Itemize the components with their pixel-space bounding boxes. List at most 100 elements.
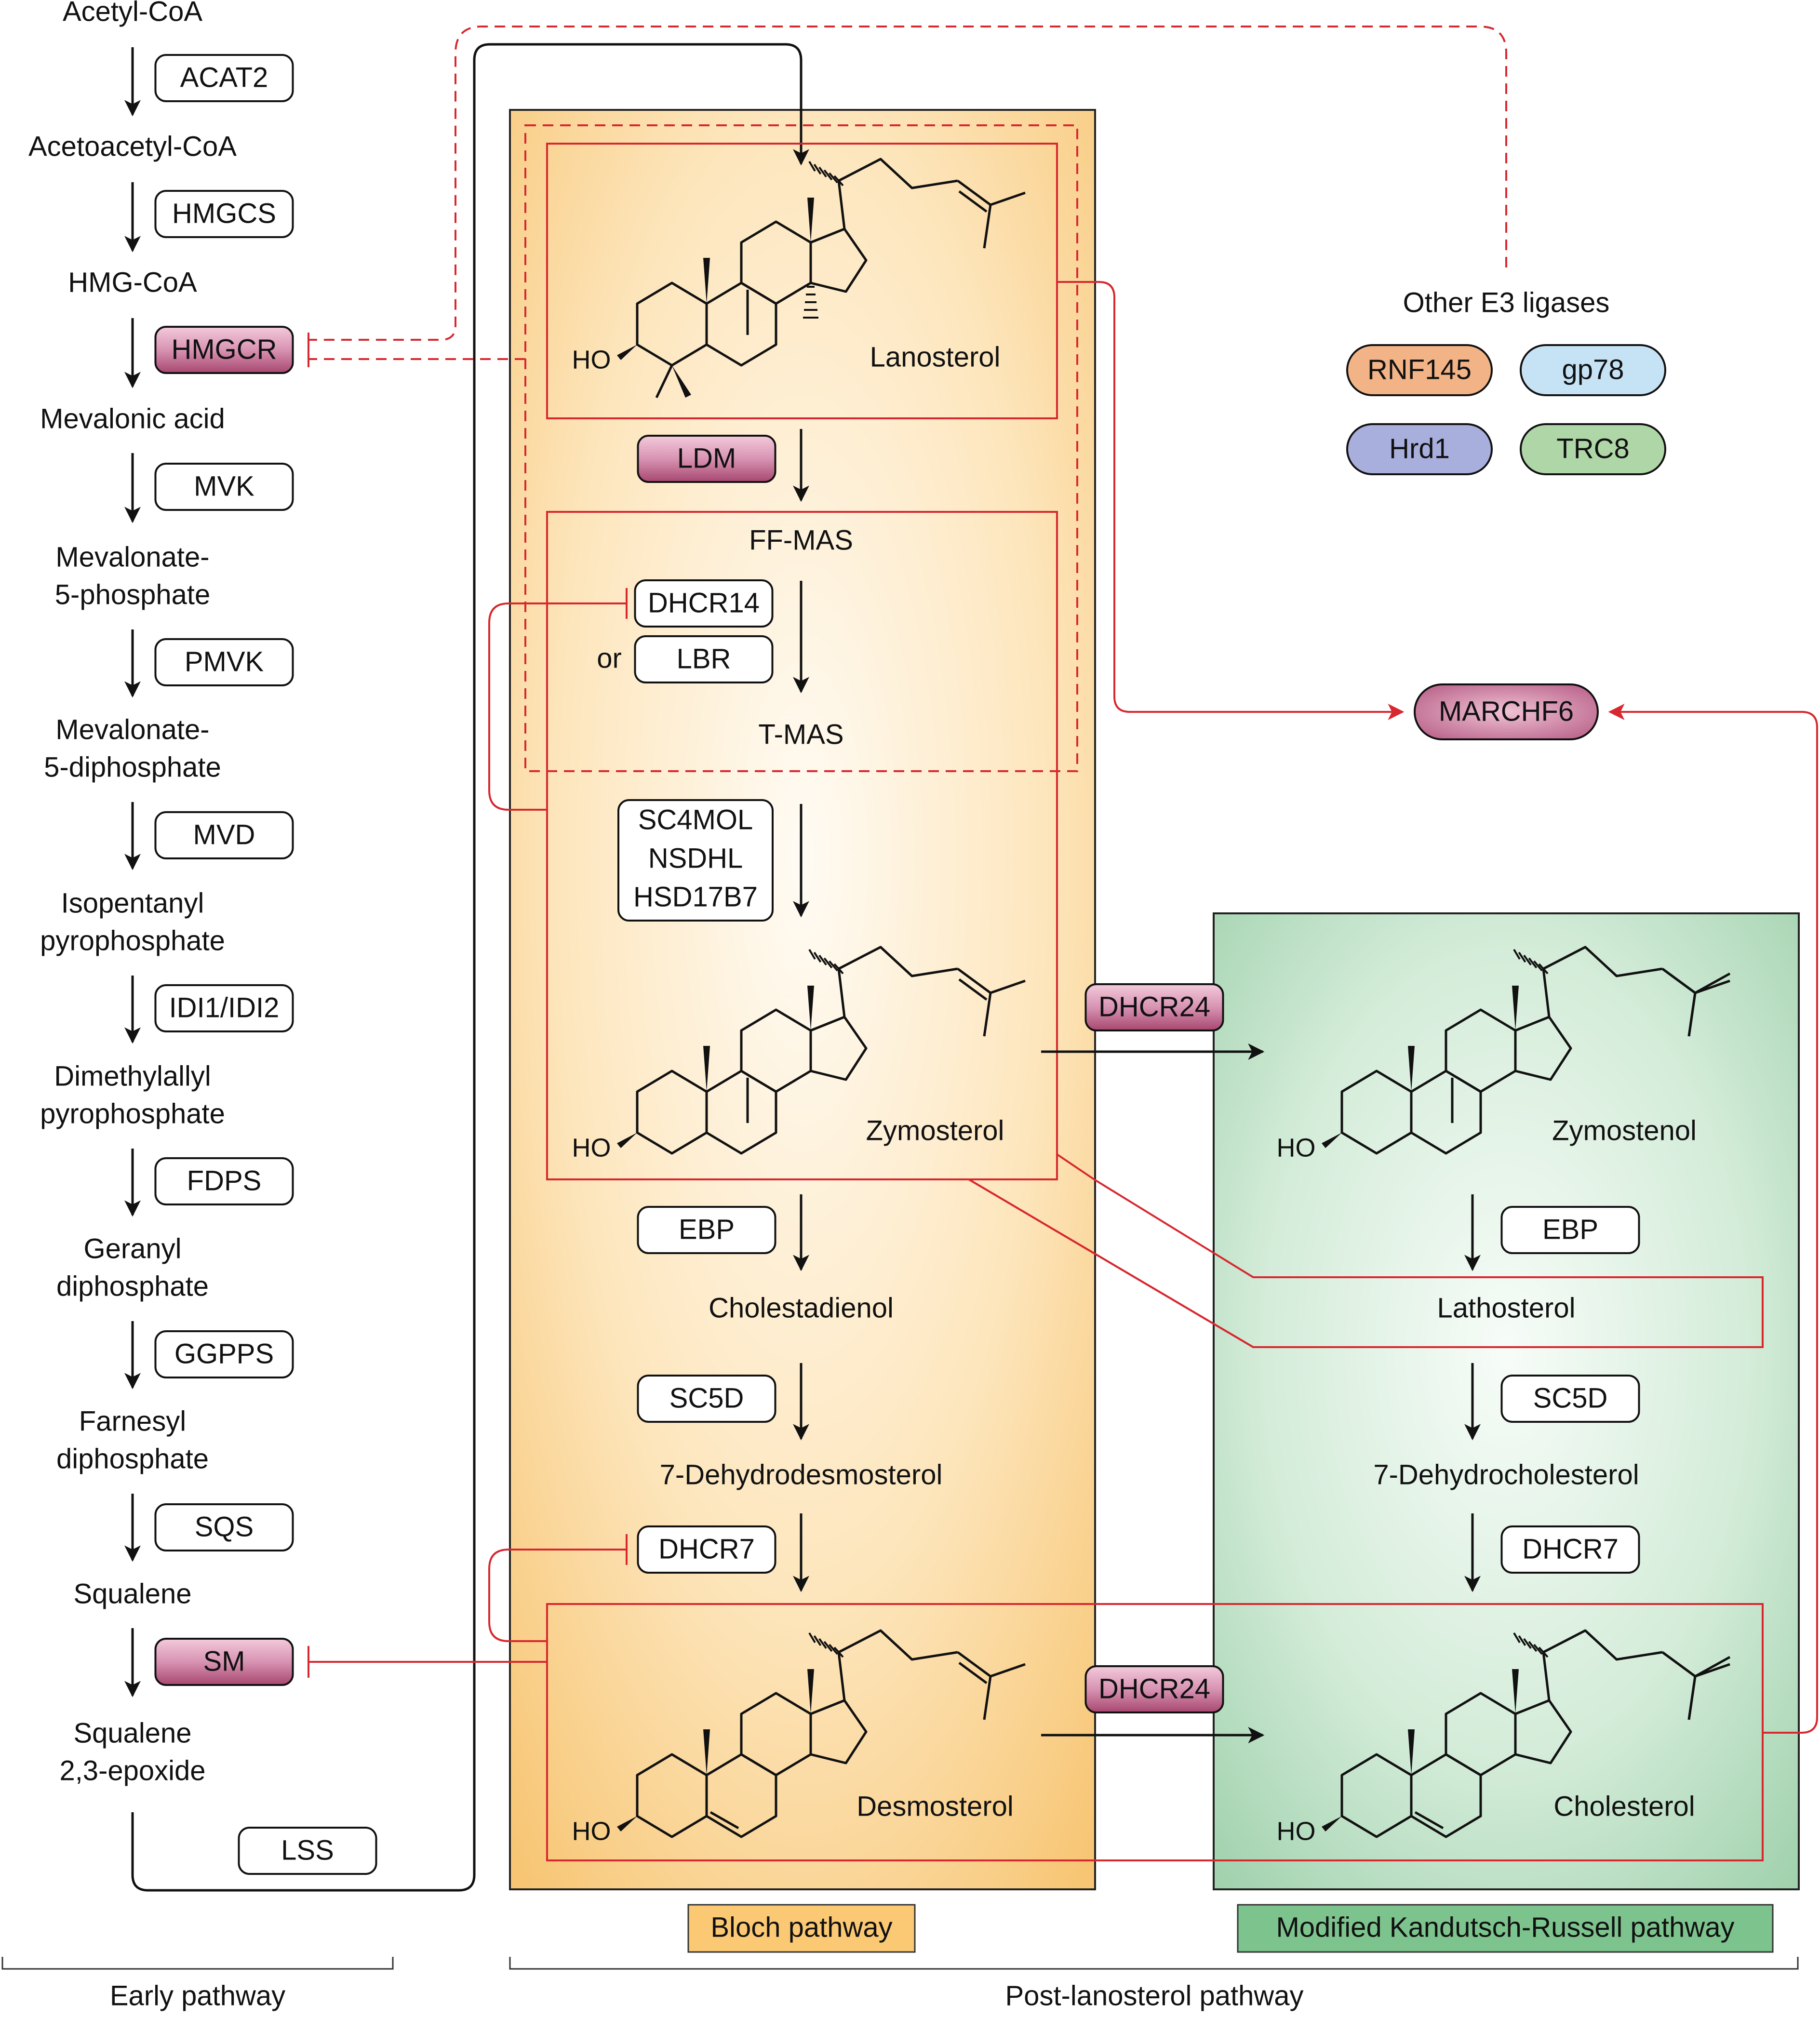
enzyme-ldm-label: LDM — [677, 442, 736, 474]
ligase-hrd1[interactable]: Hrd1 — [1346, 423, 1493, 475]
enzyme-dhcr24-2-box — [1084, 1665, 1224, 1713]
enzyme-acat2-label: ACAT2 — [180, 62, 268, 93]
enzyme-lss-label: LSS — [281, 1834, 334, 1866]
enzyme-acat2[interactable]: ACAT2 — [154, 54, 294, 102]
marchf6-label: MARCHF6 — [1439, 695, 1574, 727]
enzyme-lbr-label: LBR — [677, 643, 731, 674]
enzyme-hmgcr[interactable]: HMGCR — [154, 326, 294, 374]
enzyme-dhcr14[interactable]: DHCR14 — [634, 579, 774, 628]
metabolite-hmg-coa: HMG-CoA — [68, 267, 197, 298]
enzyme-sqs-box — [154, 1503, 294, 1551]
enzyme-pmvk[interactable]: PMVK — [154, 638, 294, 686]
metabolite-farnesyl-diphosphate: Farnesyl — [79, 1405, 186, 1437]
zymosterol-structure: HO — [572, 946, 1026, 1162]
hydroxyl-label: HO — [572, 1817, 611, 1845]
enzyme-ldm[interactable]: LDM — [637, 435, 776, 483]
kr-pathway-label: Modified Kandutsch-Russell pathway — [1237, 1904, 1774, 1953]
metabolite-isopentanyl-pyrophosphate: Isopentanyl — [61, 887, 204, 919]
enzyme-dhcr7-bloch-label: DHCR7 — [658, 1533, 755, 1564]
bloch-pathway-text: Bloch pathway — [710, 1912, 892, 1943]
enzyme-sm-box — [154, 1638, 294, 1686]
metabolite-mevalonate-5-phosphate: Mevalonate- — [55, 541, 209, 573]
lanosterol-structure: HO — [572, 158, 1026, 399]
enzyme-ldm-box — [637, 435, 776, 483]
enzyme-pmvk-label: PMVK — [185, 646, 264, 677]
metabolite-acetoacetyl-coa: Acetoacetyl-CoA — [28, 131, 237, 162]
cholesterol-label: Cholesterol — [1553, 1791, 1695, 1822]
enzyme-ebp-bloch[interactable]: EBP — [637, 1206, 776, 1254]
early-bracket — [1, 1957, 394, 1970]
lathosterol-box — [968, 1153, 1764, 1348]
enzyme-lss[interactable]: LSS — [238, 1827, 377, 1875]
enzyme-lbr[interactable]: LBR — [634, 635, 774, 683]
enzyme-sqs-label: SQS — [195, 1511, 254, 1542]
enzyme-fdps[interactable]: FDPS — [154, 1157, 294, 1205]
enzyme-dhcr24-1-label: DHCR24 — [1098, 991, 1210, 1022]
post-pathway-text: Post-lanosterol pathway — [1005, 1980, 1304, 2011]
enzyme-lbr-box — [634, 635, 774, 683]
enzyme-fdps-label: FDPS — [187, 1165, 262, 1196]
enzyme-dhcr24-2[interactable]: DHCR24 — [1084, 1665, 1224, 1713]
ligase-rnf145[interactable]: RNF145 — [1346, 344, 1493, 396]
enzyme-mvk-label: MVK — [194, 470, 254, 502]
pathway-labels: Bloch pathway Modified Kandutsch-Russell … — [1, 1904, 1799, 2011]
metabolite-acetyl-coa: Acetyl-CoA — [63, 0, 202, 27]
dehydrocholesterol-label: 7-Dehydrocholesterol — [1373, 1459, 1639, 1490]
enzyme-sc5d-kr[interactable]: SC5D — [1500, 1375, 1640, 1423]
enzyme-hmgcs-label: HMGCS — [172, 198, 276, 229]
enzyme-sc5d-bloch-box — [637, 1375, 776, 1423]
enzyme-ebp-kr-box — [1500, 1206, 1640, 1254]
metabolite-mevalonate-5-diphosphate: Mevalonate- — [55, 714, 209, 745]
enzyme-sc5d-bloch[interactable]: SC5D — [637, 1375, 776, 1423]
ligase-gp78[interactable]: gp78 — [1520, 344, 1666, 396]
enzyme-ggpps[interactable]: GGPPS — [154, 1330, 294, 1378]
metabolite-mevalonate-5-diphosphate: 5-diphosphate — [44, 751, 221, 783]
enzyme-sqs[interactable]: SQS — [154, 1503, 294, 1551]
enzyme-mvd[interactable]: MVD — [154, 811, 294, 859]
or-label: or — [597, 642, 622, 674]
enzyme-fdps-box — [154, 1157, 294, 1205]
enzyme-mvk[interactable]: MVK — [154, 463, 294, 511]
ligase-trc8[interactable]: TRC8 — [1520, 423, 1666, 475]
enzyme-ebp-bloch-label: EBP — [679, 1214, 735, 1245]
enzyme-dhcr24-1[interactable]: DHCR24 — [1084, 983, 1224, 1031]
metabolite-mevalonic-acid: Mevalonic acid — [40, 403, 225, 434]
desmosterol-structure: HO — [572, 1629, 1026, 1845]
enzyme-mvd-label: MVD — [193, 819, 255, 850]
enzyme-label-0: SC4MOL — [638, 804, 753, 835]
cholestadienol-label: Cholestadienol — [709, 1292, 894, 1324]
metabolite-squalene: Squalene — [73, 1578, 191, 1609]
bloch-panel — [509, 109, 1096, 1890]
enzyme-lss-box — [238, 1827, 377, 1875]
kr-pathway-text: Modified Kandutsch-Russell pathway — [1276, 1912, 1734, 1943]
enzyme-dhcr7-kr-label: DHCR7 — [1522, 1533, 1619, 1564]
metabolite-squalene-epoxide: 2,3-epoxide — [59, 1755, 205, 1786]
enzyme-ebp-kr-label: EBP — [1542, 1214, 1598, 1245]
enzyme-hmgcs[interactable]: HMGCS — [154, 190, 294, 238]
enzyme-sm[interactable]: SM — [154, 1638, 294, 1686]
tmas-label: T-MAS — [758, 719, 843, 750]
enzyme-sc5d-kr-label: SC5D — [1533, 1382, 1608, 1414]
enzyme-dhcr7-kr-box — [1500, 1525, 1640, 1574]
marchf6[interactable]: MARCHF6 — [1414, 683, 1599, 740]
metabolite-dimethylallyl-pyrophosphate: pyrophosphate — [40, 1098, 225, 1129]
desmosterol-to-dhcr7 — [488, 1549, 627, 1642]
cholesterol-to-marchf6 — [1608, 704, 1818, 1734]
enzyme-ebp-bloch-box — [637, 1206, 776, 1254]
ffmas-label: FF-MAS — [749, 524, 853, 556]
e3-title: Other E3 ligases — [1403, 287, 1610, 318]
ligase-label-gp78: gp78 — [1562, 354, 1624, 385]
enzyme-ebp-kr[interactable]: EBP — [1500, 1206, 1640, 1254]
enzyme-idi[interactable]: IDI1/IDI2 — [154, 984, 294, 1032]
enzyme-dhcr24-1-box — [1084, 983, 1224, 1031]
enzyme-idi-box — [154, 984, 294, 1032]
enzyme-sc5d-kr-box — [1500, 1375, 1640, 1423]
enzyme-dhcr7-bloch[interactable]: DHCR7 — [637, 1525, 776, 1574]
enzyme-dhcr7-kr[interactable]: DHCR7 — [1500, 1525, 1640, 1574]
hydroxyl-label: HO — [1277, 1133, 1316, 1162]
enzyme-dhcr24-2-label: DHCR24 — [1098, 1673, 1210, 1704]
dehydrodesmosterol-label: 7-Dehydrodesmosterol — [660, 1459, 943, 1490]
